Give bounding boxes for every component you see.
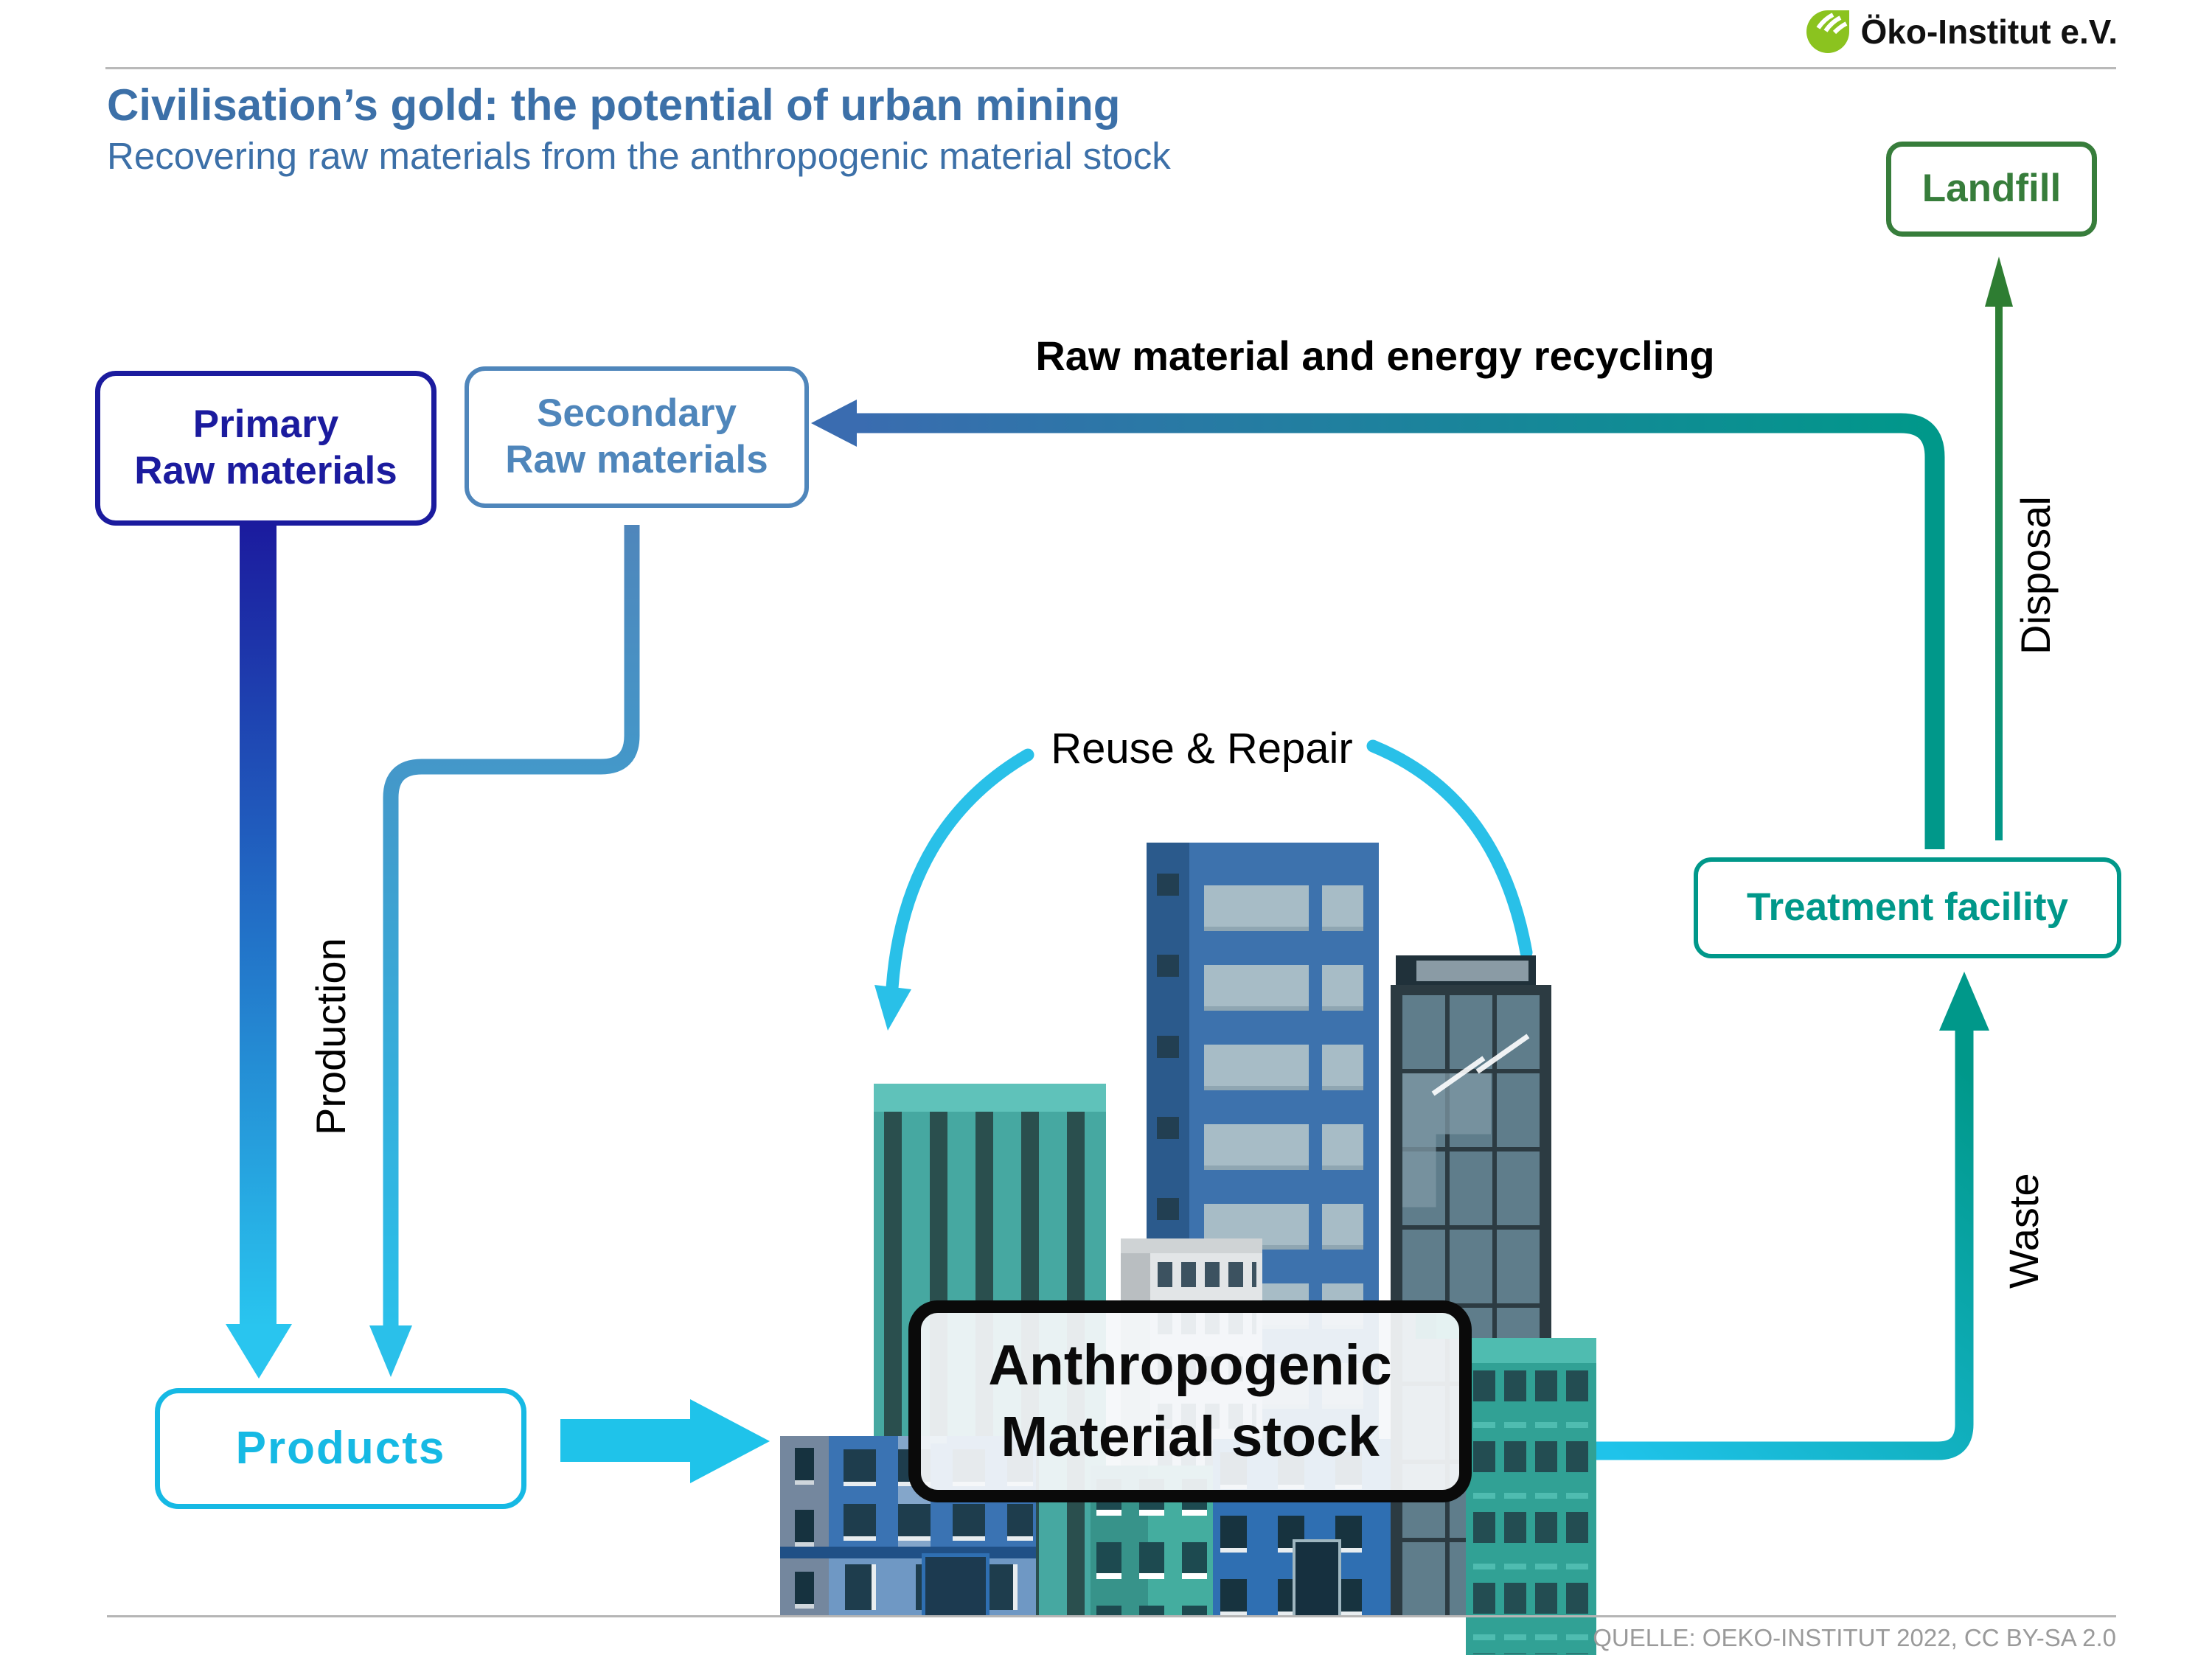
node-secondary-raw-materials: Secondary Raw materials xyxy=(465,366,809,508)
production-flow-label: Production xyxy=(307,938,354,1135)
leaf-icon xyxy=(1806,10,1849,53)
node-products: Products xyxy=(155,1388,526,1509)
products-to-stock-arrow xyxy=(560,1399,770,1483)
products-label: Products xyxy=(235,1423,446,1474)
logo-text: Öko-Institut e.V. xyxy=(1860,13,2118,51)
treatment-label: Treatment facility xyxy=(1747,885,2068,930)
secondary-label-line1: Secondary xyxy=(536,391,737,436)
node-primary-raw-materials: Primary Raw materials xyxy=(95,371,437,526)
building-right-teal xyxy=(1466,1338,1596,1655)
building-door xyxy=(922,1553,990,1616)
page-title: Civilisation’s gold: the potential of ur… xyxy=(107,80,1121,130)
secondary-label-line2: Raw materials xyxy=(505,438,768,481)
building-door xyxy=(1293,1539,1341,1616)
building-detail xyxy=(1416,961,1528,981)
anthropogenic-stock-label: Anthropogenic Material stock xyxy=(908,1300,1472,1502)
stock-label-line1: Anthropogenic xyxy=(988,1333,1392,1397)
landfill-label: Landfill xyxy=(1921,167,2062,211)
primary-label-line2: Raw materials xyxy=(134,449,397,492)
waste-flow-label: Waste xyxy=(2000,1173,2047,1289)
node-landfill: Landfill xyxy=(1886,142,2097,237)
disposal-flow-label: Disposal xyxy=(2012,496,2059,655)
footer-divider xyxy=(107,1615,2116,1617)
production-arrow-secondary xyxy=(369,525,640,1377)
source-credit: QUELLE: OEKO-INSTITUT 2022, CC BY-SA 2.0 xyxy=(1593,1624,2116,1651)
building-detail xyxy=(780,1436,829,1616)
building-detail xyxy=(780,1547,1036,1558)
node-treatment-facility: Treatment facility xyxy=(1694,857,2121,958)
building-detail xyxy=(874,1084,1106,1112)
building-glass-roof xyxy=(1396,955,1536,986)
header-divider xyxy=(105,67,2116,69)
building-apartment xyxy=(780,1436,1036,1616)
building-detail xyxy=(1121,1238,1262,1253)
stock-label-line2: Material stock xyxy=(1001,1405,1380,1468)
building-detail xyxy=(1466,1338,1596,1363)
primary-label-line1: Primary xyxy=(192,403,339,447)
recycling-arrow xyxy=(811,400,1945,849)
reuse-repair-label: Reuse & Repair xyxy=(1051,725,1353,773)
waste-arrow xyxy=(1594,972,1989,1460)
oeko-institut-logo: Öko-Institut e.V. xyxy=(1805,9,2118,55)
page-subtitle: Recovering raw materials from the anthro… xyxy=(107,135,1171,177)
building-windows xyxy=(1473,1370,1589,1654)
production-arrow-primary xyxy=(226,525,292,1379)
recycling-flow-label: Raw material and energy recycling xyxy=(1035,332,1715,379)
disposal-arrow xyxy=(1985,257,2013,840)
